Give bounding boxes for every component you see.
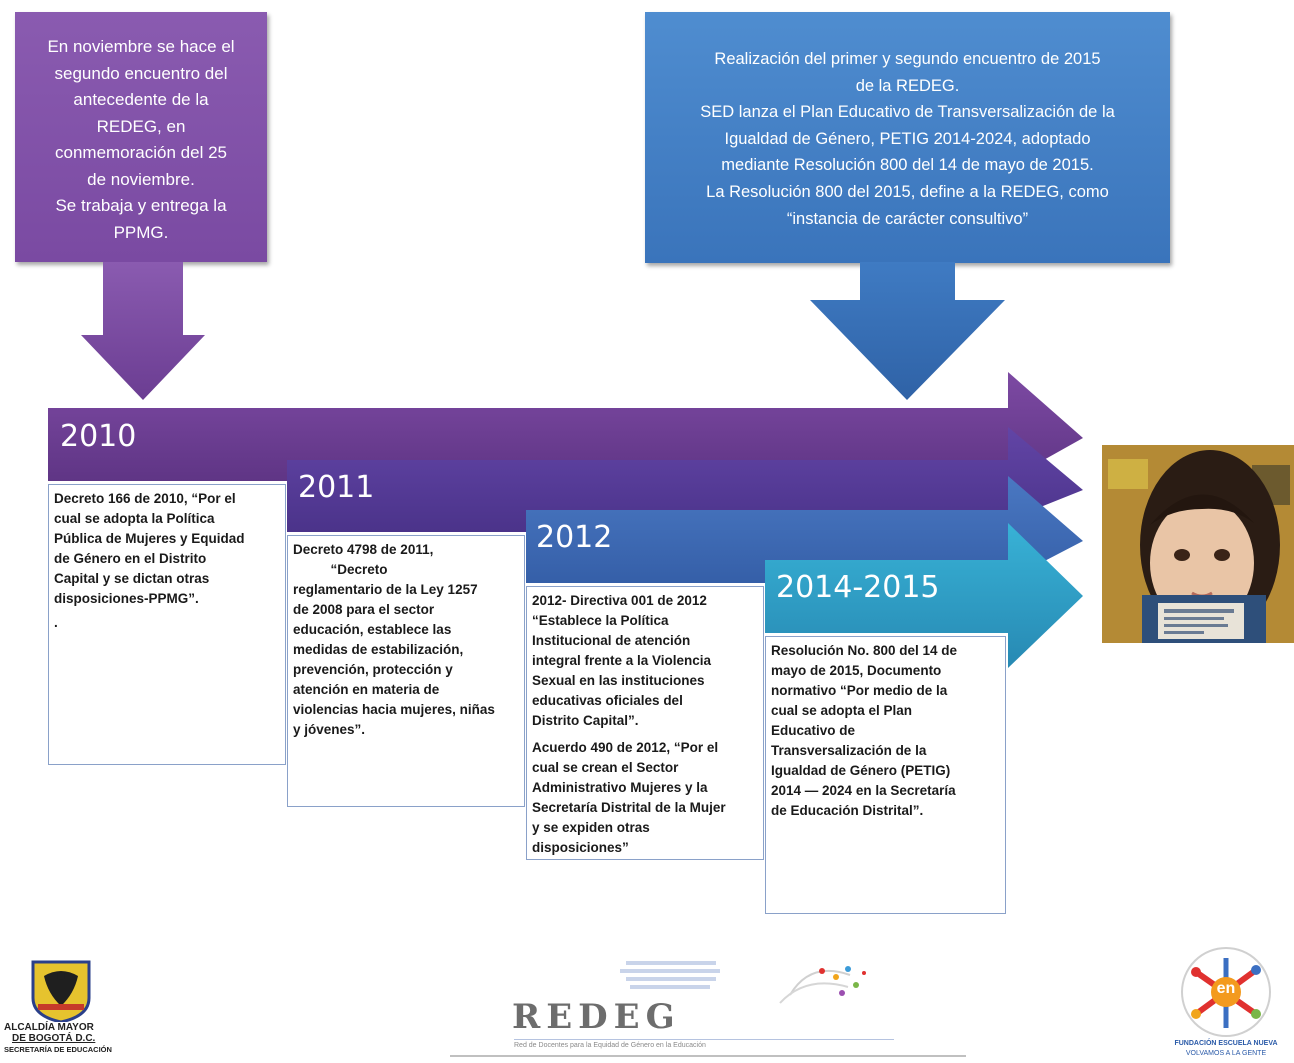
description-2010: Decreto 166 de 2010, “Por el cual se ado… [48,484,286,765]
text-line: Decreto 166 de 2010, “Por el [54,491,236,506]
description-2014-2015: Resolución No. 800 del 14 de mayo de 201… [765,636,1006,914]
text-line: educación, establece las [293,622,452,637]
text-line: 2014 — 2024 en la Secretaría [771,783,956,798]
redeg-dots-icon [620,961,866,1004]
callout-2010-line: En noviembre se hace el [47,37,235,56]
callout-2010-line: REDEG, en [96,116,186,136]
arrow-2011 [287,427,1083,532]
fundacion-mark: en [1216,980,1236,997]
redeg-title: REDEG [512,997,681,1037]
callout-2010: En noviembre se hace el segundo encuentr… [15,12,267,262]
text-line: cual se adopta la Política [54,511,215,526]
redeg-underline [450,1055,966,1057]
text-line: “Decreto [293,562,388,577]
arrow-2014-2015 [765,523,1083,668]
text-line: Igualdad de Género (PETIG) [771,763,951,778]
text-line: Decreto 4798 de 2011, [293,542,434,557]
description-2012: 2012- Directiva 001 de 2012 “Establece l… [526,586,764,860]
text-line: de Género en el Distrito [54,551,207,566]
callout-2010-line: conmemoración del 25 [55,143,227,162]
text-line: Capital y se dictan otras [54,571,210,586]
callout-2010-line: PPMG. [113,222,169,242]
child-portrait-image [1102,445,1294,643]
text-line: disposiciones-PPMG”. [54,591,199,606]
callout-2015-line: mediante Resolución 800 del 14 de mayo d… [721,156,1094,175]
callout-2015-line: La Resolución 800 del 2015, define a la … [706,182,1109,201]
text-line: Distrito Capital”. [532,713,639,728]
year-label-2012: 2012 [536,520,613,555]
text-line: Acuerdo 490 de 2012, “Por el [532,740,719,755]
text-line: de 2008 para el sector [293,602,435,617]
text-line: Administrativo Mujeres y la [532,780,708,795]
text-line: integral frente a la Violencia [532,653,712,668]
year-label-2014-2015: 2014-2015 [776,570,940,605]
text-line: normativo “Por medio de la [771,683,948,698]
text-line: medidas de estabilización, [293,642,464,657]
alcaldia-bogota-logo: ALCALDÍA MAYOR DE BOGOTÁ D.C. SECRETARÍA… [0,960,150,1063]
alcaldia-text: DE BOGOTÁ D.C. [12,1033,96,1044]
callout-2015-line: de la REDEG. [855,76,960,95]
callout-2015-line: “instancia de carácter consultivo” [786,209,1029,228]
callout-2015-line: Igualdad de Género, PETIG 2014-2024, ado… [724,129,1091,148]
down-arrow-2015 [810,262,1005,400]
text-line: Secretaría Distrital de la Mujer [532,800,726,815]
text-line: atención en materia de [293,682,440,697]
text-line: cual se crean el Sector [532,760,679,775]
callout-2015-line: SED lanza el Plan Educativo de Transvers… [700,103,1115,122]
text-line: educativas oficiales del [532,693,683,708]
text-line: Transversalización de la [771,743,927,758]
text-line: violencias hacia mujeres, niñas [293,702,495,717]
down-arrow-2010 [81,262,205,400]
callout-2014-2015: Realización del primer y segundo encuent… [645,12,1170,263]
text-line: prevención, protección y [293,662,453,677]
text-line: 2012- Directiva 001 de 2012 [532,593,707,608]
text-line: “Establece la Política [532,613,669,628]
bogota-shield-icon [31,960,91,1022]
callout-2015-line: Realización del primer y segundo encuent… [714,50,1101,68]
callout-2010-line: de noviembre. [87,169,195,189]
fundacion-emblem-icon [1181,947,1271,1037]
description-2011: Decreto 4798 de 2011, “Decreto reglament… [287,535,525,807]
text-line: reglamentario de la Ley 1257 [293,582,478,597]
text-line: Pública de Mujeres y Equidad [54,531,245,546]
text-line: disposiciones” [532,840,629,855]
fundacion-motto: VOLVAMOS A LA GENTE [1185,1050,1267,1057]
text-line: de Educación Distrital”. [771,803,924,818]
text-line: Institucional de atención [532,633,691,648]
year-label-2010: 2010 [60,419,137,454]
fundacion-name: FUNDACIÓN ESCUELA NUEVA [1174,1040,1278,1047]
text-line: Sexual en las instituciones [532,673,705,688]
callout-2010-line: antecedente de la [73,90,209,109]
arrow-2012 [526,476,1083,583]
callout-2010-line: segundo encuentro del [54,63,228,83]
text-line: Resolución No. 800 del 14 de [771,643,958,658]
year-label-2011: 2011 [298,470,375,505]
alcaldia-text: ALCALDÍA MAYOR [4,1022,94,1033]
text-line: . [54,615,58,630]
text-line: Educativo de [771,723,856,738]
arrow-2010 [48,372,1083,481]
alcaldia-text: SECRETARÍA DE EDUCACIÓN [4,1045,112,1054]
text-line: y jóvenes”. [293,722,366,737]
redeg-subtitle: Red de Docentes para la Equidad de Géner… [514,1039,894,1049]
text-line: cual se adopta el Plan [771,703,913,718]
redeg-logo: REDEG Red de Docentes para la Equidad de… [450,955,970,1063]
text-line: y se expiden otras [532,820,650,835]
fundacion-escuela-nueva-logo: en FUNDACIÓN ESCUELA NUEVA VOLVAMOS A LA… [1166,944,1286,1063]
callout-2010-line: Se trabaja y entrega la [55,196,227,215]
petig-cover-photo [1102,445,1294,643]
text-line: mayo de 2015, Documento [771,663,942,678]
